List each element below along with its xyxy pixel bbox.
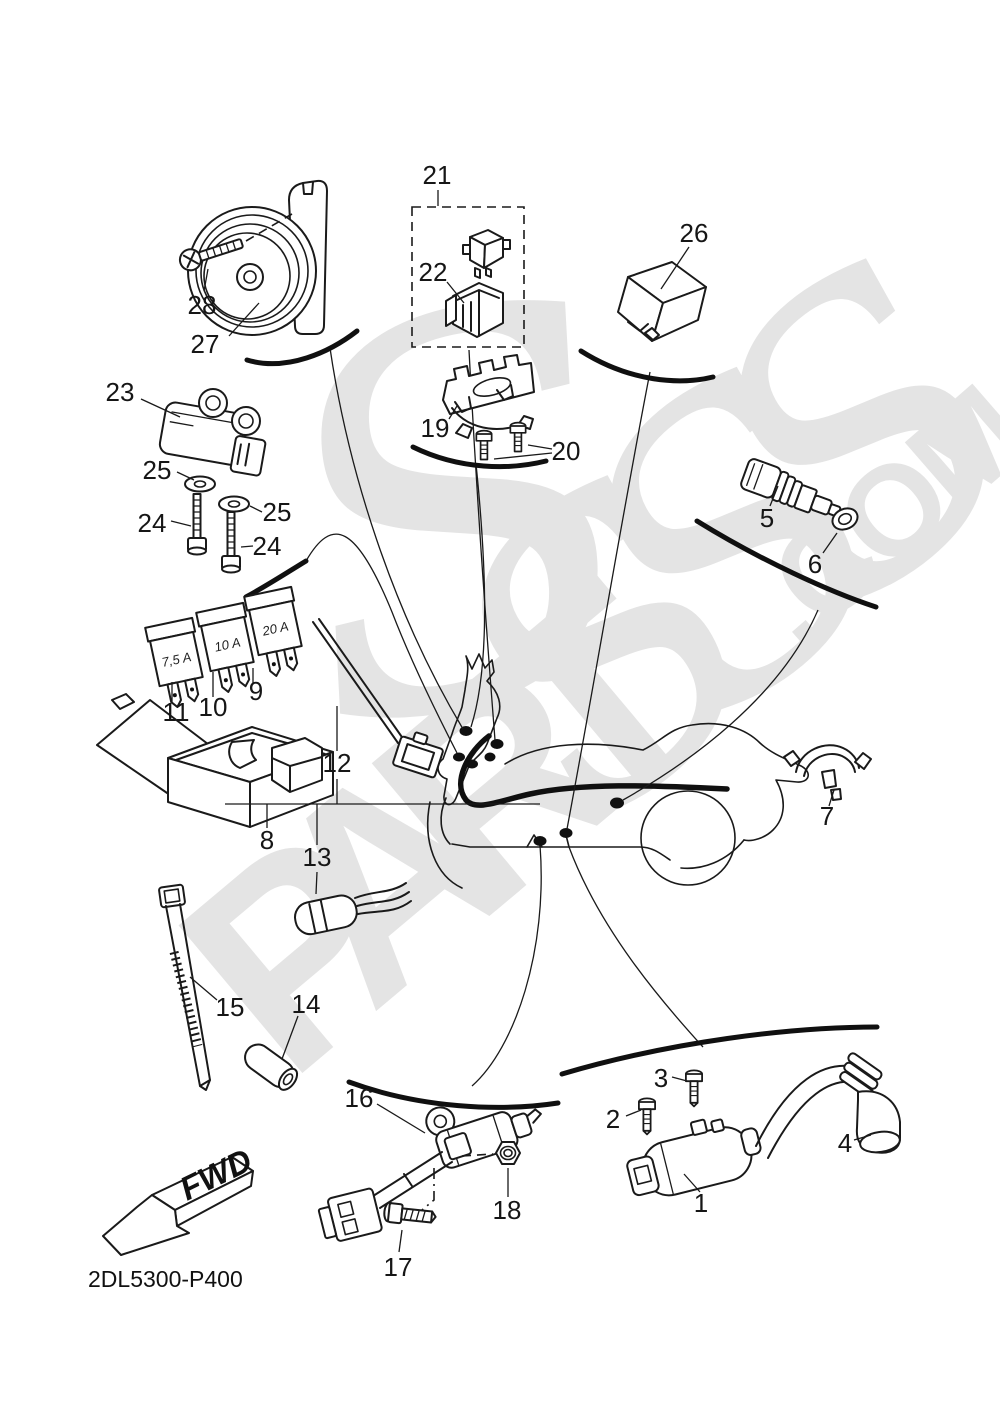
sensor-washer <box>831 507 859 531</box>
horn <box>187 179 328 336</box>
fuse-rating-20a: 20 A <box>260 618 290 638</box>
tube-14 <box>244 1043 299 1091</box>
callout-15: 15 <box>216 992 245 1022</box>
callout-24a: 24 <box>138 508 167 538</box>
fwd-arrow: FWD <box>102 1141 258 1256</box>
callout-10: 10 <box>199 692 228 722</box>
cable-tie <box>158 883 211 1091</box>
callout-labels: 1234567891011121314151617181920212223242… <box>106 160 853 1282</box>
washer-25-right <box>218 495 250 513</box>
relay-holder <box>445 282 504 338</box>
switch-screw-17 <box>383 1201 437 1225</box>
swoosh-marks <box>243 328 880 1110</box>
switch-nut-18 <box>495 1141 521 1165</box>
connection-dots <box>453 726 624 846</box>
screw-20-right <box>509 421 527 453</box>
callout-11: 11 <box>163 697 190 727</box>
callout-25b: 25 <box>263 497 292 527</box>
callout-13: 13 <box>303 842 332 872</box>
temp-sensor <box>740 458 842 518</box>
callout-6: 6 <box>808 549 822 579</box>
bolt-24-right <box>221 511 241 574</box>
callout-8: 8 <box>260 825 274 855</box>
callout-26: 26 <box>680 218 709 248</box>
callout-20: 20 <box>552 436 581 466</box>
wire-harness <box>458 733 730 808</box>
sub-wire-12 <box>312 618 444 779</box>
relay <box>462 229 511 279</box>
relay-assembly-box <box>411 206 525 348</box>
fuse-20a: 20 A <box>243 585 303 677</box>
callout-14: 14 <box>292 989 321 1019</box>
fuse-box-relay <box>271 737 323 793</box>
wire-clamp <box>783 744 872 801</box>
horn-screw <box>178 238 244 272</box>
wired-connector-13 <box>294 882 412 936</box>
callout-23: 23 <box>106 377 135 407</box>
bracket-19 <box>442 354 535 439</box>
callout-1: 1 <box>694 1188 708 1218</box>
callout-27: 27 <box>191 329 220 359</box>
fuse-10a: 10 A <box>195 601 255 693</box>
relay-26 <box>617 261 707 342</box>
callout-9: 9 <box>249 676 263 706</box>
fuse-7-5a: 7,5 A <box>144 616 204 708</box>
bolt-24-left <box>187 493 207 556</box>
callout-2: 2 <box>606 1104 620 1134</box>
callout-28: 28 <box>188 290 217 320</box>
leader-lines <box>305 347 819 1087</box>
washer-25-left <box>184 475 216 493</box>
fuse-rating-10a: 10 A <box>213 634 242 654</box>
spark-plug-cap <box>839 1052 901 1154</box>
callout-17: 17 <box>384 1252 413 1282</box>
callout-3: 3 <box>654 1063 668 1093</box>
screw-20-left <box>475 429 493 461</box>
diagram-code: 2DL5300-P400 <box>88 1266 243 1292</box>
callout-7: 7 <box>820 801 834 831</box>
callout-4: 4 <box>838 1128 852 1158</box>
callout-25a: 25 <box>143 455 172 485</box>
cdi-unit <box>158 388 267 477</box>
fuse-rating-7-5a: 7,5 A <box>160 649 192 670</box>
callout-5: 5 <box>760 503 774 533</box>
coil-screw-2 <box>637 1097 657 1136</box>
callout-21: 21 <box>423 160 452 190</box>
callout-bracket-lines <box>225 706 540 895</box>
callout-leader-lines <box>140 190 872 1253</box>
callout-22: 22 <box>419 257 448 287</box>
callout-16: 16 <box>345 1083 374 1113</box>
callout-12: 12 <box>323 748 352 778</box>
callout-24b: 24 <box>253 531 282 561</box>
fuse-box <box>96 693 334 828</box>
coil-screw-3 <box>684 1069 704 1108</box>
sidestand-switch <box>317 1106 542 1242</box>
callout-18: 18 <box>493 1195 522 1225</box>
callout-19: 19 <box>421 413 450 443</box>
